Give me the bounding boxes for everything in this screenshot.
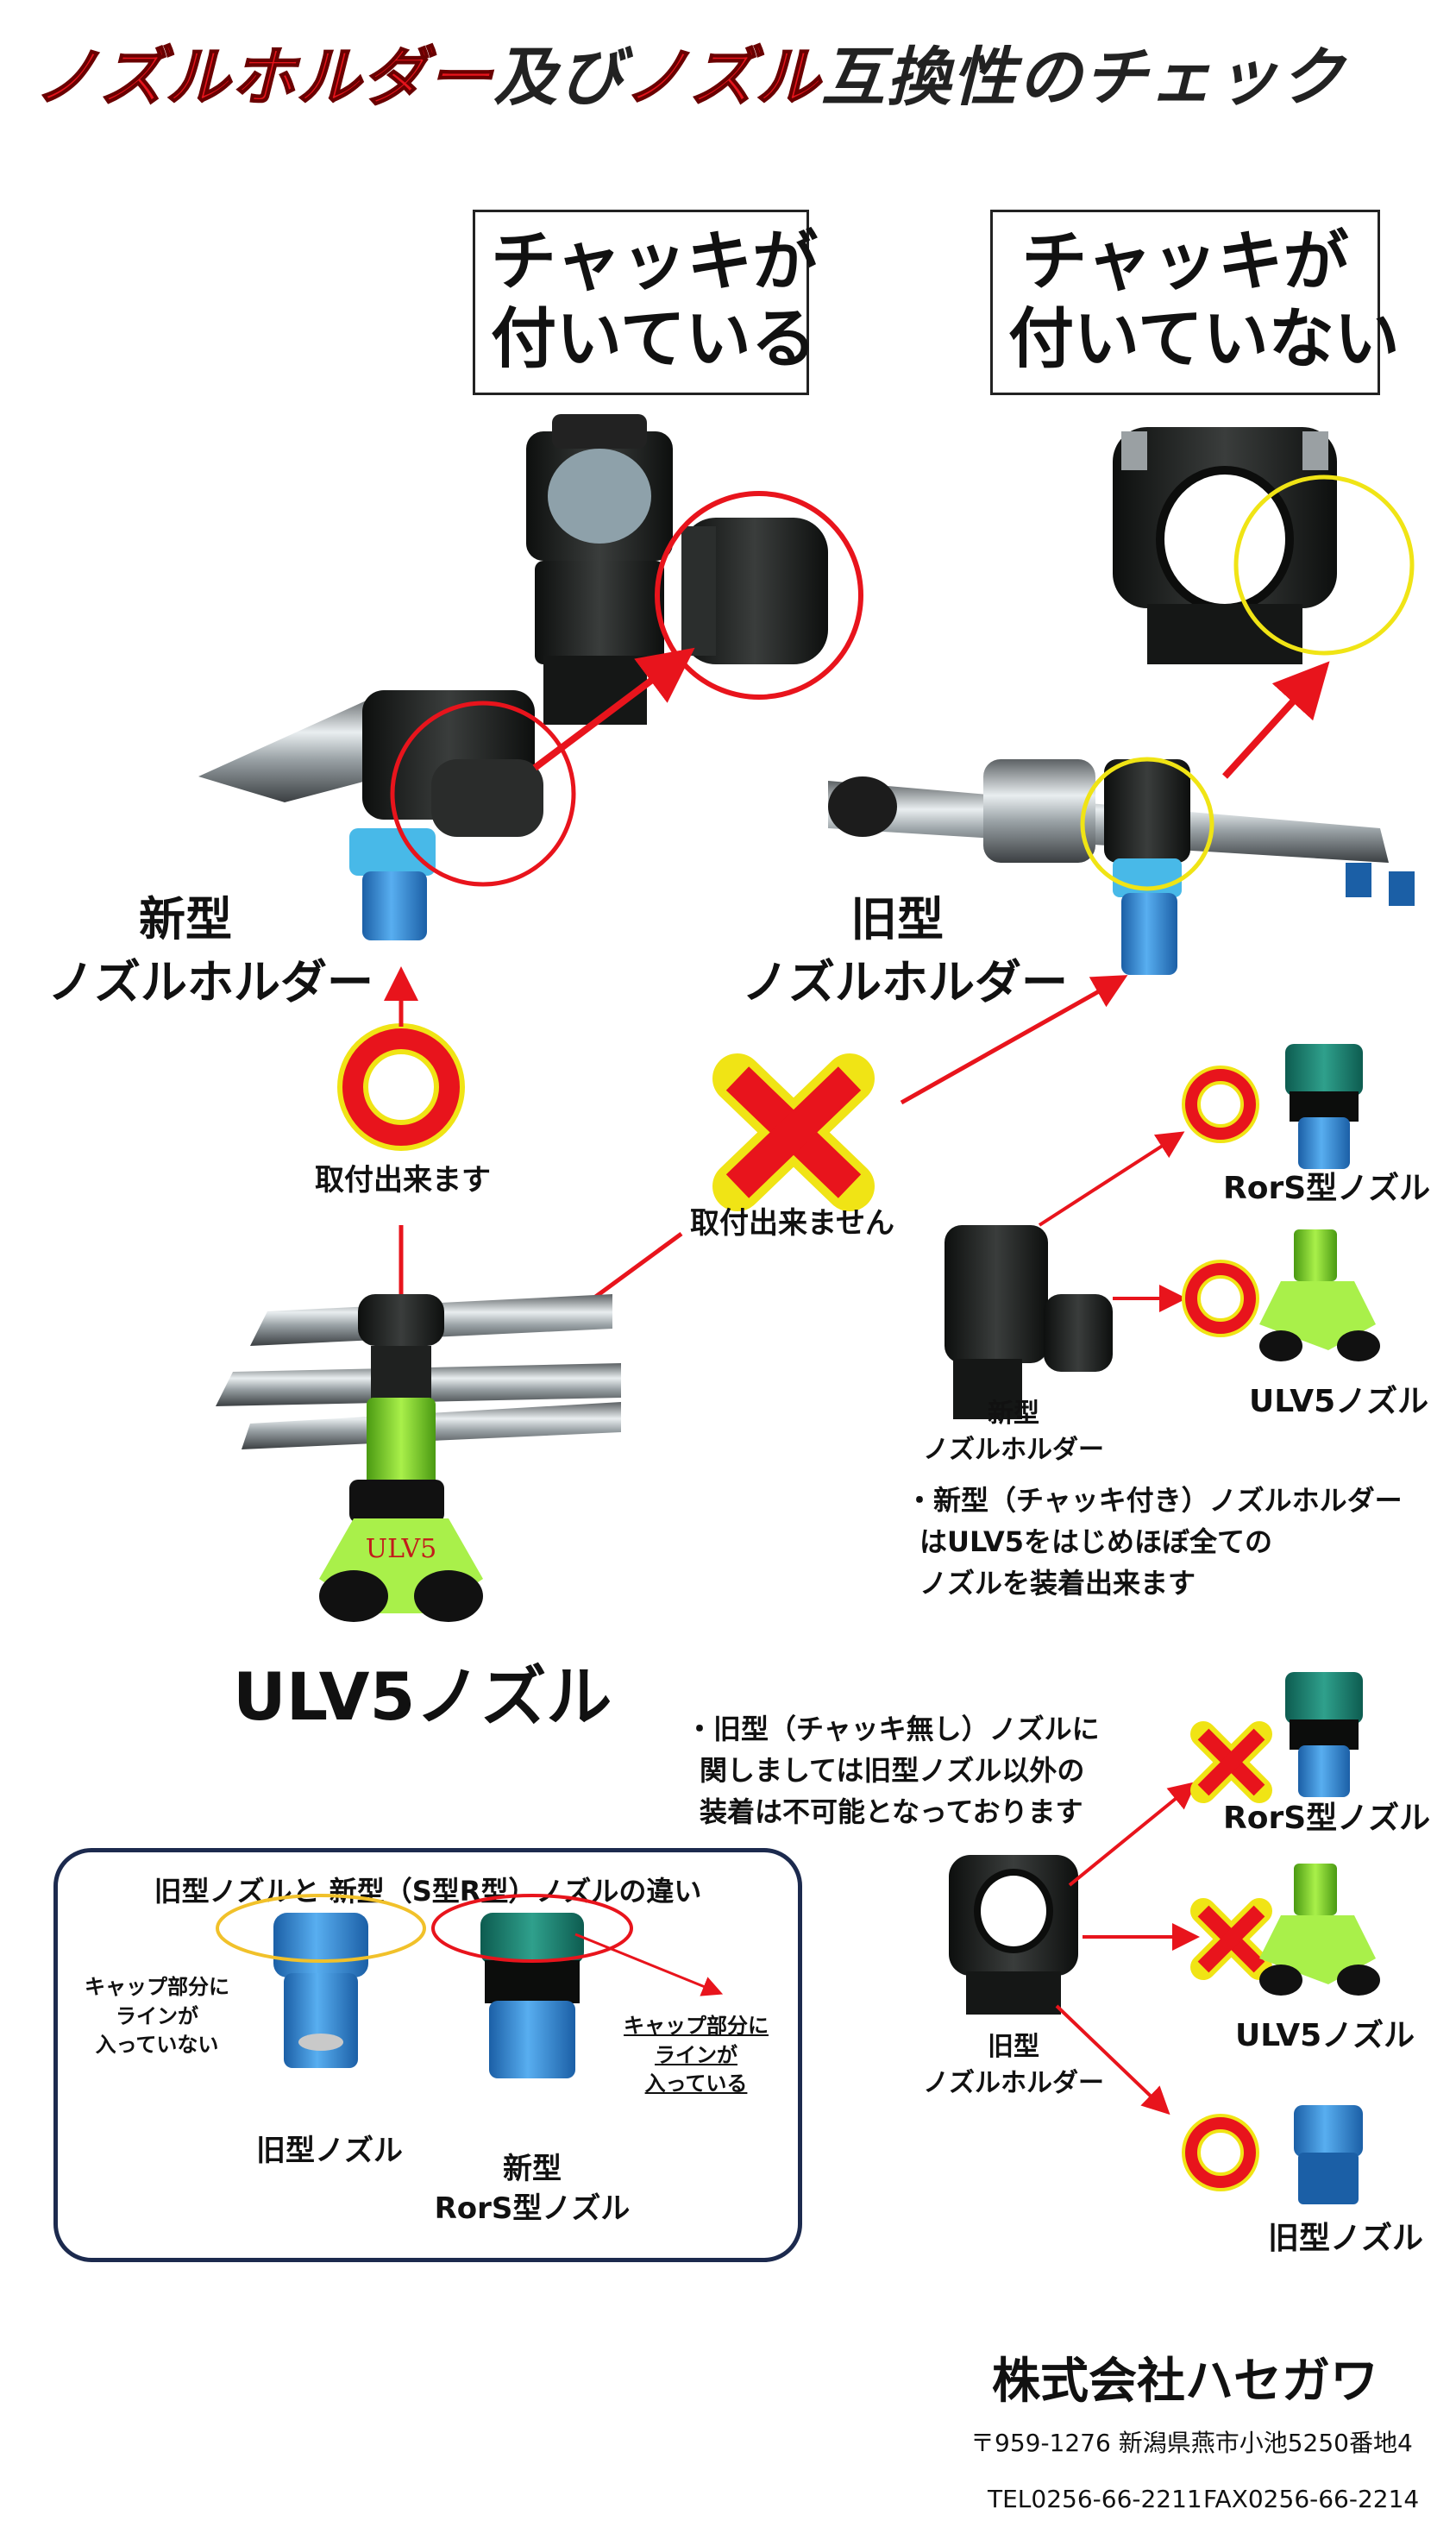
new-o-mark-rors: [1182, 1066, 1259, 1143]
old-x-mark-rors: [1190, 1721, 1272, 1803]
panel-old-nozzle-cap-highlight: [216, 1894, 426, 1963]
company-tel: TEL0256-66-2211: [988, 2485, 1202, 2513]
svg-text:ULV5: ULV5: [366, 1534, 436, 1564]
old-holder-note: ・旧型（チャッキ無し）ノズルに 関しましては旧型ノズル以外の 装着は不可能となっ…: [686, 1713, 1100, 1828]
new-holder-chuck-highlight: [655, 491, 863, 700]
new-holder-on-pipe-photo: [198, 690, 543, 940]
cannot-mount-label: 取付出来ません: [690, 1206, 894, 1241]
panel-old-nozzle-label: 旧型ノズル: [256, 2134, 403, 2168]
panel-no-line-caption: キャップ部分に ラインが 入っていない: [85, 1975, 229, 2058]
nozzle-difference-panel: 旧型ノズルと 新型（S型R型）ノズルの違い キャップ部分に ラインが 入っていな…: [53, 1848, 802, 2262]
company-fax: FAX0256-66-2214: [1203, 2485, 1420, 2513]
old-nozzle-label: 旧型ノズル: [1268, 2221, 1424, 2256]
old-ulv5-label: ULV5ノズル: [1235, 2018, 1415, 2053]
panel-new-nozzle-photo: [480, 1913, 584, 2078]
ulv5-nozzle-small-photo-2: [1259, 1864, 1380, 1996]
old-holder-pipe-highlight: [1080, 757, 1214, 891]
new-holder-small-photo: [945, 1225, 1113, 1419]
new-holder-label: 新型 ノズルホルダー: [47, 892, 373, 1009]
cannot-mount-x-mark: [712, 1053, 875, 1211]
new-holder-note: ・新型（チャッキ付き）ノズルホルダー はULV5をはじめほぼ全ての ノズルを装着…: [906, 1484, 1403, 1600]
ulv5-nozzle-photo: ULV5: [216, 1294, 621, 1622]
with-chuck-box: チャッキが 付いている: [473, 210, 818, 395]
rors-nozzle-photo-1: [1285, 1044, 1363, 1169]
old-holder-on-pipe-photo: [828, 759, 1415, 975]
old-holder-label: 旧型 ノズルホルダー: [742, 892, 1068, 1009]
old-holder-no-chuck-highlight: [1233, 475, 1415, 656]
old-o-mark-old-nozzle: [1182, 2114, 1259, 2191]
ulv5-nozzle-small-photo-1: [1259, 1229, 1380, 1361]
new-small-holder-label: 新型 ノズルホルダー: [923, 1399, 1104, 1465]
can-mount-label: 取付出来ます: [315, 1163, 491, 1198]
rors-nozzle-photo-2: [1285, 1672, 1363, 1797]
company-name: 株式会社ハセガワ: [992, 2354, 1378, 2410]
old-nozzle-photo: [1294, 2105, 1363, 2204]
old-holder-closeup-photo: [1113, 427, 1337, 664]
panel-new-nozzle-label: 新型 RorS型ノズル: [434, 2152, 631, 2226]
old-x-mark-ulv5: [1190, 1898, 1272, 1980]
panel-old-nozzle-photo: [273, 1913, 368, 2068]
page-title: ノズルホルダー及びノズル互換性のチェック: [34, 40, 1346, 116]
panel-with-line-caption: キャップ部分に ラインが 入っている: [624, 2014, 769, 2097]
old-rors-label: RorS型ノズル: [1223, 1801, 1431, 1836]
panel-new-nozzle-cap-highlight: [431, 1894, 633, 1963]
panel-title: 旧型ノズルと 新型（S型R型）ノズルの違い: [154, 1875, 702, 1908]
old-small-holder-label: 旧型 ノズルホルダー: [923, 2032, 1104, 2098]
panel-illustration: [216, 1894, 724, 2078]
company-address: 〒959-1276 新潟県燕市小池5250番地4: [970, 2429, 1413, 2457]
ulv5-main-label: ULV5ノズル: [233, 1658, 612, 1735]
new-rors-label: RorS型ノズル: [1223, 1171, 1431, 1206]
new-holder-closeup-photo: [526, 414, 828, 725]
without-chuck-box: チャッキが 付いていない: [990, 210, 1400, 395]
old-holder-small-photo: [949, 1855, 1078, 2015]
new-ulv5-label: ULV5ノズル: [1249, 1384, 1429, 1419]
new-o-mark-ulv5: [1182, 1260, 1259, 1337]
new-holder-pipe-chuck-highlight: [390, 701, 576, 887]
